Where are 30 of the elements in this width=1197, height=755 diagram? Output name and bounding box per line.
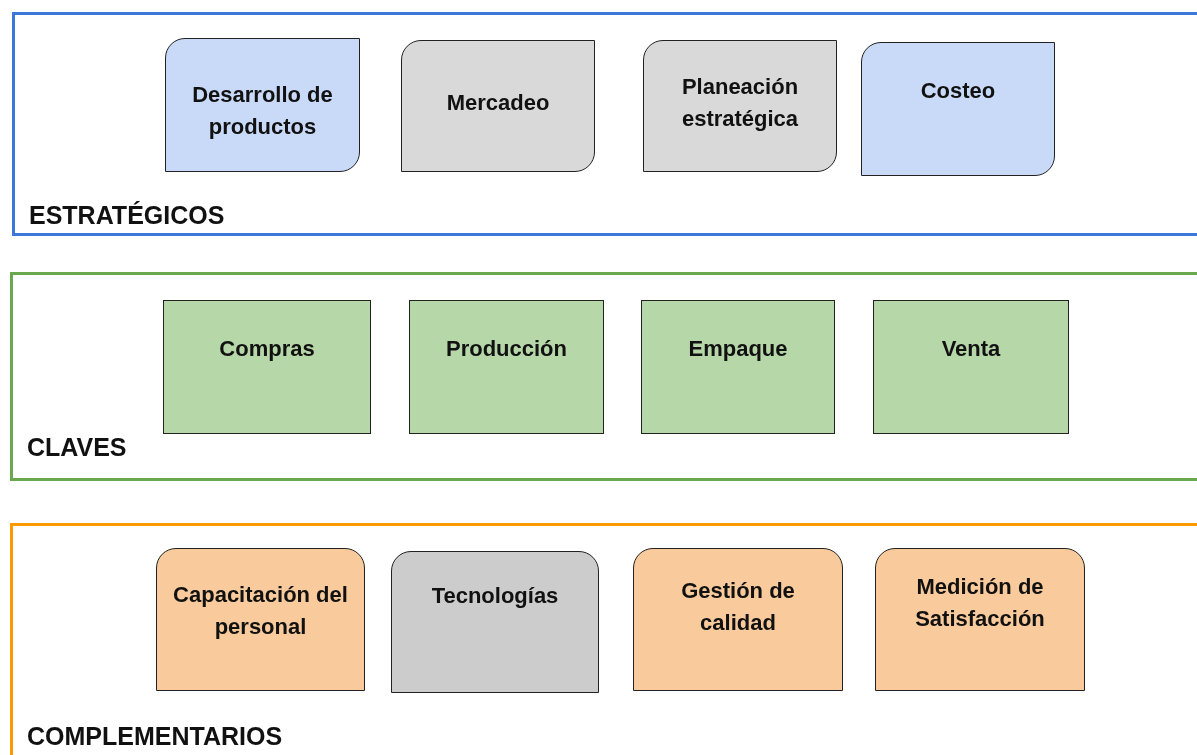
process-box	[873, 300, 1069, 434]
process-box	[633, 548, 843, 691]
process-label: Planeación estratégica	[680, 73, 800, 133]
group-title: ESTRATÉGICOS	[29, 201, 225, 230]
process-label: Desarrollo de productos	[191, 81, 334, 141]
process-box	[401, 40, 595, 172]
process-box	[163, 300, 371, 434]
process-box	[156, 548, 365, 691]
process-label: Costeo	[920, 77, 996, 105]
process-label: Producción	[446, 335, 567, 363]
process-box	[643, 40, 837, 172]
process-label: Empaque	[688, 335, 788, 363]
process-label: Tecnologías	[431, 582, 559, 610]
process-box	[165, 38, 360, 172]
process-box	[641, 300, 835, 434]
process-box	[409, 300, 604, 434]
group-band	[12, 12, 1197, 236]
group-band	[10, 272, 1197, 481]
process-box	[861, 42, 1055, 176]
group-band	[10, 523, 1197, 755]
process-box	[875, 548, 1085, 691]
process-label: Medición de Satisfacción	[914, 573, 1046, 633]
process-label: Compras	[219, 335, 315, 363]
process-label: Mercadeo	[446, 89, 550, 117]
group-title: CLAVES	[27, 433, 127, 462]
group-title: COMPLEMENTARIOS	[27, 722, 283, 751]
process-box	[391, 551, 599, 693]
process-label: Gestión de calidad	[680, 577, 796, 637]
process-label: Capacitación del personal	[172, 581, 349, 641]
process-label: Venta	[941, 335, 1001, 363]
